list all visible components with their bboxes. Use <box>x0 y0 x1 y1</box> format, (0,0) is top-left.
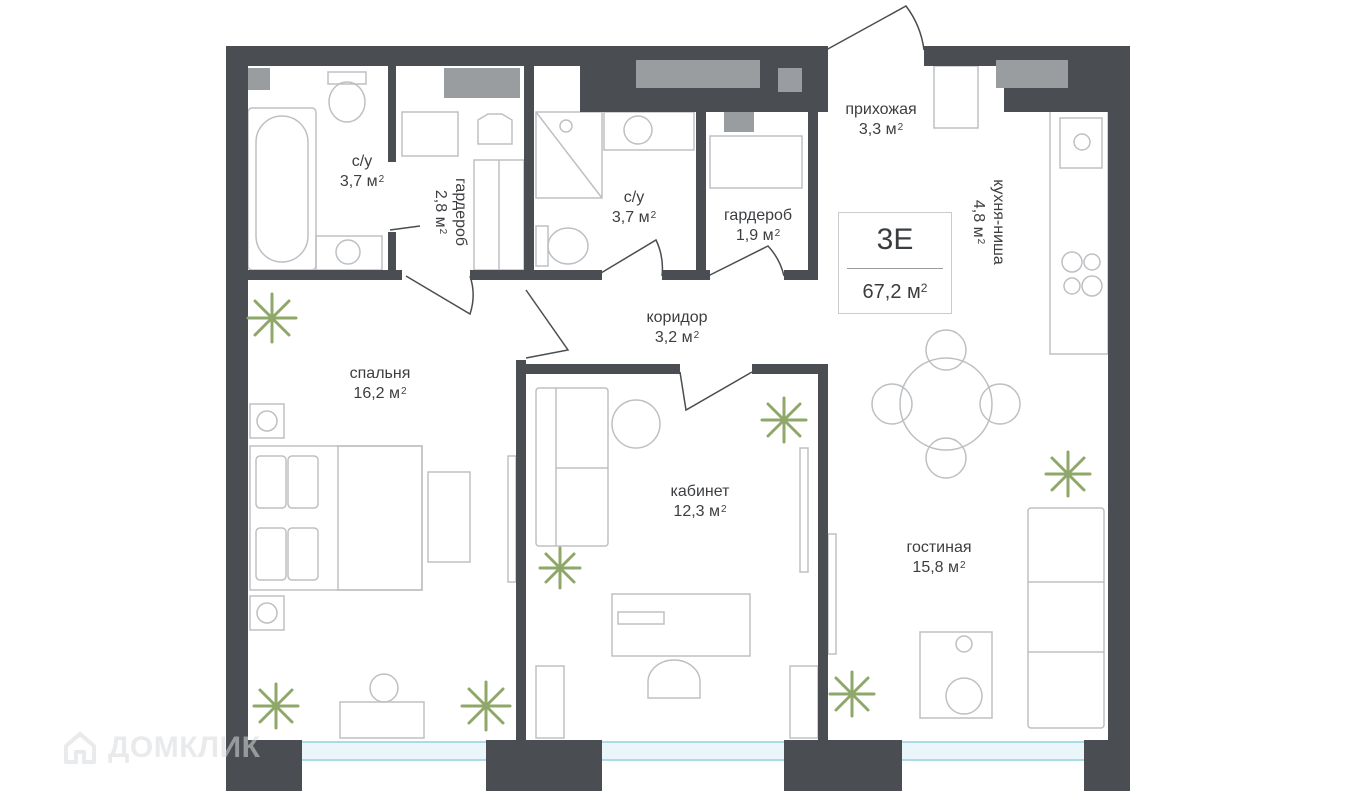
room-area: 1,9 м <box>735 227 774 244</box>
plant-icon <box>246 292 298 344</box>
kitchen-unit <box>1049 109 1109 355</box>
plants <box>246 292 1092 732</box>
coffee-table <box>919 631 993 719</box>
plant-icon <box>828 670 876 718</box>
sink <box>603 111 695 151</box>
room-name: спальня <box>349 365 411 382</box>
room-name: гардероб <box>723 207 793 224</box>
plant-icon <box>252 682 300 730</box>
room-name: гардероб <box>452 177 469 247</box>
room-area: 3,3 м <box>858 121 897 138</box>
bed <box>249 445 423 591</box>
room-area: 3,2 м <box>654 329 693 346</box>
watermark: ДОМКЛИК <box>60 728 260 768</box>
house-logo-icon <box>64 732 96 764</box>
sofa <box>535 387 609 547</box>
apartment-code: 3Е <box>876 223 914 256</box>
room-label-wardrobe2: гардероб 1,9 м2 <box>708 206 808 246</box>
tv-panel <box>507 455 517 583</box>
dining-table <box>899 357 993 451</box>
room-area: 12,3 м <box>673 503 721 520</box>
room-label-wardrobe1: гардероб 2,8 м2 <box>430 152 470 272</box>
total-area: 67,2 м <box>862 281 921 303</box>
room-name: кабинет <box>670 483 730 500</box>
plant-icon <box>460 680 512 732</box>
room-name: кухня-ниша <box>990 179 1007 265</box>
room-label-corridor: коридор 3,2 м2 <box>622 308 732 348</box>
plant-icon <box>538 546 582 590</box>
room-name: с/у <box>623 189 645 206</box>
room-area: 16,2 м <box>353 385 401 402</box>
sofa <box>1027 507 1105 729</box>
room-area: 2,8 м <box>432 189 449 228</box>
room-label-bath2: с/у 3,7 м2 <box>594 188 674 228</box>
room-area: 3,7 м <box>611 209 650 226</box>
plant-icon <box>760 396 808 444</box>
apartment-badge: 3Е 67,2 м2 <box>838 212 952 314</box>
furniture-layer <box>247 65 1109 739</box>
window-glass <box>299 741 1087 761</box>
room-label-study: кабинет 12,3 м2 <box>650 482 750 522</box>
study-desk <box>611 593 751 657</box>
nightstand <box>249 595 285 631</box>
watermark-text: ДОМКЛИК <box>108 731 261 764</box>
desk <box>339 701 425 739</box>
room-label-living: гостиная 15,8 м2 <box>884 538 994 578</box>
tv-panel <box>827 533 837 655</box>
badge-divider <box>847 268 943 269</box>
walls <box>226 46 1130 791</box>
plant-icon <box>1044 450 1092 498</box>
room-name: коридор <box>646 309 708 326</box>
hall-rug <box>933 65 979 129</box>
room-area: 3,7 м <box>339 173 378 190</box>
bedroom-rug <box>427 471 471 563</box>
room-area: 15,8 м <box>912 559 960 576</box>
wall-windows <box>248 60 1068 132</box>
room-name: с/у <box>351 153 373 170</box>
shower <box>535 111 603 199</box>
wardrobe-rack <box>709 135 803 189</box>
toilet <box>327 71 367 85</box>
room-area: 4,8 м <box>970 199 987 238</box>
room-label-hall: прихожая 3,3 м2 <box>826 100 936 140</box>
room-label-bedroom: спальня 16,2 м2 <box>330 364 430 404</box>
room-label-bath1: с/у 3,7 м2 <box>322 152 402 192</box>
nightstand <box>249 403 285 439</box>
room-name: прихожая <box>845 101 917 118</box>
room-label-kitchen: кухня-ниша 4,8 м2 <box>968 162 1008 282</box>
room-name: гостиная <box>906 539 972 556</box>
sink <box>315 235 383 271</box>
